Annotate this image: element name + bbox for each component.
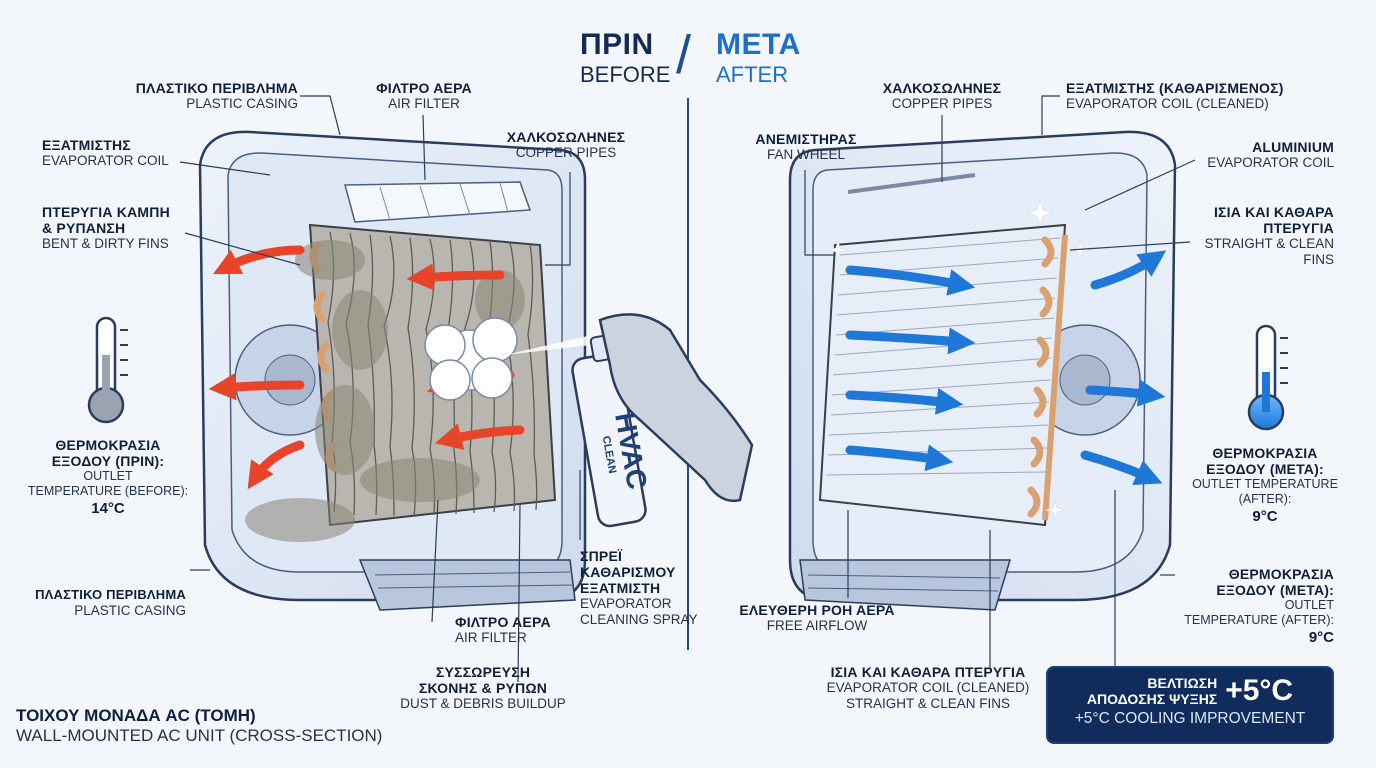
label-temp-after: ΘΕΡΜΟΚΡΑΣΙΑ ΕΞΟΔΟΥ (ΜΕΤΑ): OUTLET TEMPER… <box>1192 445 1338 525</box>
label-aluminium: ALUMINIUM EVAPORATOR COIL <box>1207 139 1334 171</box>
label-fins-bottom: ΙΣΙΑ ΚΑΙ ΚΑΘΑΡΑ ΠΤΕΡΥΓΙΑ EVAPORATOR COIL… <box>826 664 1030 711</box>
header-after-en: AFTER <box>716 62 789 87</box>
header-before-en: BEFORE <box>580 62 671 87</box>
sparkles <box>827 199 1091 521</box>
right-leader-lines <box>804 95 1196 668</box>
improvement-badge: ΒΕΛΤΙΩΣΗ ΑΠΟΔΟΣΗΣ ΨΥΞΗΣ +5°C +5°C COOLIN… <box>1046 666 1334 744</box>
improvement-gr: ΒΕΛΤΙΩΣΗ ΑΠΟΔΟΣΗΣ ΨΥΞΗΣ <box>1086 674 1218 707</box>
header-slash: / <box>676 25 692 85</box>
label-bent-fins: ΠΤΕΡΥΓΙΑ ΚΑΜΠΗ & ΡΥΠΑΝΣΗ BENT & DIRTY FI… <box>42 204 170 252</box>
glove <box>598 313 754 503</box>
title-gr: ΤΟΙΧΟΥ ΜΟΝΑΔΑ AC (ΤΟΜΗ) <box>16 706 256 725</box>
header-after: ΜΕΤΑ AFTER <box>716 30 801 86</box>
label-dust: ΣΥΣΣΩΡΕΥΣΗ ΣΚΟΝΗΣ & ΡΥΠΩΝ DUST & DEBRIS … <box>400 664 566 712</box>
thermometer-before <box>87 316 128 424</box>
left-leader-lines <box>179 95 581 683</box>
copper-manifold <box>1042 234 1068 521</box>
label-casing-top: ΠΛΑΣΤΙΚΟ ΠΕΡΙΒΛΗΜΑ PLASTIC CASING <box>135 80 298 112</box>
spray-cloud <box>424 317 518 401</box>
improvement-en: +5°C COOLING IMPROVEMENT <box>1074 710 1306 727</box>
label-evaporator: ΕΞΑΤΜΙΣΤΗΣ EVAPORATOR COIL <box>42 137 169 169</box>
left-ac-unit <box>179 95 754 683</box>
label-filter-bottom: ΦΙΛΤΡΟ ΑΕΡΑ AIR FILTER <box>455 614 551 646</box>
label-airflow: ΕΛΕΥΘΕΡΗ ΡΟΗ ΑΕΡΑ FREE AIRFLOW <box>739 602 895 634</box>
right-ac-unit <box>788 95 1196 668</box>
label-spray: ΣΠΡΕΪ ΚΑΘΑΡΙΣΜΟΥ ΕΞΑΤΜΙΣΤΗ EVAPORATOR CL… <box>580 548 698 627</box>
diagram-title: ΤΟΙΧΟΥ ΜΟΝΑΔΑ AC (ΤΟΜΗ) WALL-MOUNTED AC … <box>16 706 382 747</box>
label-temp-after-2: ΘΕΡΜΟΚΡΑΣΙΑ ΕΞΟΔΟΥ (ΜΕΤΑ): OUTLET TEMPER… <box>1184 566 1334 646</box>
header-after-gr: ΜΕΤΑ <box>716 28 801 61</box>
copper-top-pipe <box>847 173 976 194</box>
improvement-value: +5°C <box>1225 674 1294 707</box>
label-copper-right: ΧΑΛΚΟΣΩΛΗΝΕΣ COPPER PIPES <box>882 80 1002 112</box>
dust-patches <box>245 240 525 542</box>
label-casing-bottom: ΠΛΑΣΤΙΚΟ ΠΕΡΙΒΛΗΜΑ PLASTIC CASING <box>35 587 186 618</box>
label-temp-before: ΘΕΡΜΟΚΡΑΣΙΑ ΕΞΟΔΟΥ (ΠΡΙΝ): OUTLET TEMPER… <box>27 437 189 517</box>
header-before-gr: ΠΡΙΝ <box>580 28 654 61</box>
title-en: WALL-MOUNTED AC UNIT (CROSS-SECTION) <box>16 726 383 746</box>
left-air-filter <box>344 181 532 223</box>
right-louvre <box>799 559 1012 611</box>
thermometer-after <box>1247 324 1288 431</box>
cold-air-arrows <box>845 250 1167 486</box>
header-before: ΠΡΙΝ BEFORE <box>580 30 670 86</box>
label-copper-left: ΧΑΛΚΟΣΩΛΗΝΕΣ COPPER PIPES <box>506 129 626 161</box>
spray-jet <box>505 335 592 355</box>
label-straight-fins: ΙΣΙΑ ΚΑΙ ΚΑΘΑΡΑ ΠΤΕΡΥΓΙΑ STRAIGHT & CLEA… <box>1204 204 1334 267</box>
label-evap-cleaned: ΕΞΑΤΜΙΣΤΗΣ (ΚΑΘΑΡΙΣΜΕΝΟΣ) EVAPORATOR COI… <box>1066 80 1284 112</box>
label-filter-top: ΦΙΛΤΡΟ ΑΕΡΑ AIR FILTER <box>376 80 472 112</box>
label-fan: ΑΝΕΜΙΣΤΗΡΑΣ FAN WHEEL <box>755 131 857 163</box>
